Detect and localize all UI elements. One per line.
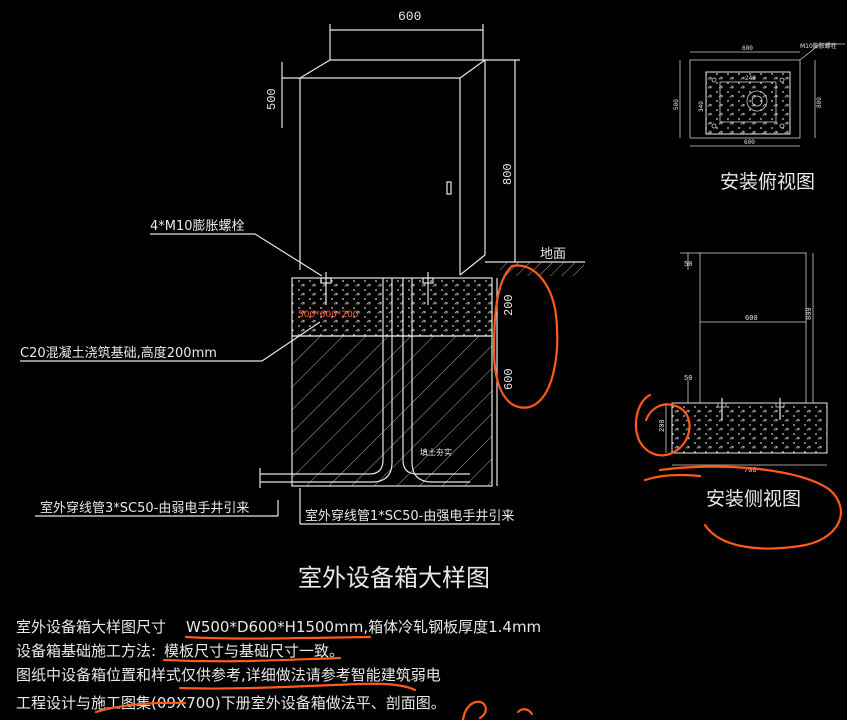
note-value-0: W500*D600*H1500mm,箱体冷轧钢板厚度1.4mm [186,618,541,636]
dim-base: 200 [502,294,516,316]
top-view-title: 安装俯视图 [720,171,815,193]
side-dim-mid: 600 [745,315,758,323]
dim-width: 600 [398,9,421,24]
side-view-drawing: 50 600 800 50 200 700 安装侧视图 [659,252,828,510]
hand-annotations [94,264,842,720]
side-view-title: 安装侧视图 [706,488,801,510]
side-dim-top: 50 [684,261,692,269]
label-bolt: 4*M10膨胀螺栓 [150,219,245,234]
top-dim-top: 600 [742,45,753,52]
top-dim-right: 800 [816,97,823,108]
label-pipe-right: 室外穿线管1*SC50-由强电手井引来 [305,508,514,524]
drawing-title: 室外设备箱大样图 [298,564,490,592]
label-base-size: 500*600*200 [298,310,359,320]
label-small-inner: 填土夯实 [420,447,452,457]
main-section-drawing: 600 500 800 地面 200 600 [20,9,585,525]
top-dim-left-inner: 340 [698,101,705,112]
top-dim-inner: 240 [745,75,756,82]
label-ground: 地面 [540,247,566,262]
note-value-3: 工程设计与施工图集(09X700)下册室外设备箱做法平、剖面图。 [16,694,446,712]
note-label-0: 室外设备箱大样图尺寸 [16,618,166,636]
top-dim-left: 500 [673,99,680,110]
notes-block: 室外设备箱大样图尺寸 W500*D600*H1500mm,箱体冷轧钢板厚度1.4… [16,618,541,712]
note-label-1: 设备箱基础施工方法: [16,642,156,660]
dim-height: 800 [501,163,515,185]
side-dim-base: 200 [659,419,667,432]
top-dim-bottom: 600 [744,139,755,146]
note-value-1: 模板尺寸与基础尺寸一致。 [164,642,344,660]
top-label-bolt: M10膨胀螺栓 [800,42,837,50]
dim-below: 600 [502,368,516,390]
top-view-drawing: M10膨胀螺栓 600 240 600 500 340 800 安装俯视图 [673,42,845,193]
dim-depth-top: 500 [265,88,279,110]
label-pipe-left: 室外穿线管3*SC50-由弱电手井引来 [40,500,249,516]
side-dim-height: 800 [806,307,814,320]
side-dim-mid-left: 50 [684,375,692,383]
label-concrete: C20混凝土浇筑基础,高度200mm [20,345,217,361]
side-dim-bottom: 700 [744,467,757,475]
note-value-2: 图纸中设备箱位置和样式仅供参考,详细做法请参考智能建筑弱电 [16,666,441,684]
